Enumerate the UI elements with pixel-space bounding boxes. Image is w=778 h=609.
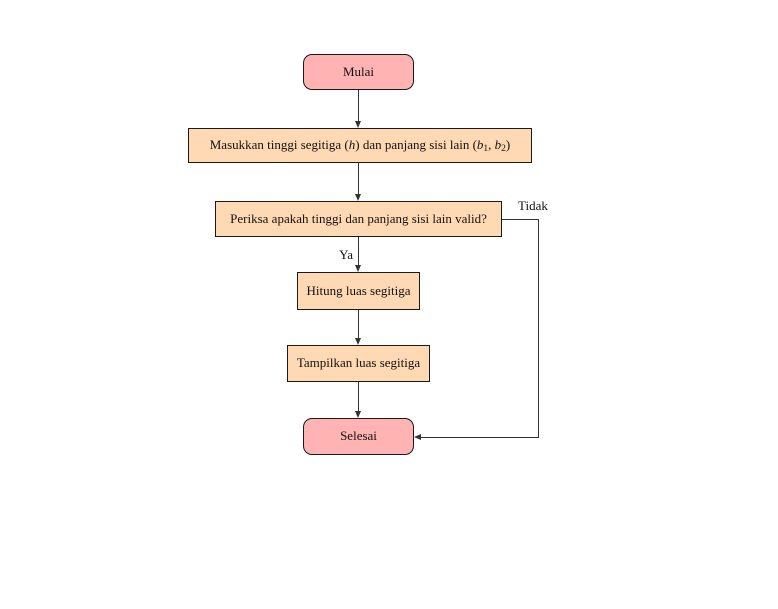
arrowhead-down-icon	[355, 338, 361, 345]
edge-display-to-end-line	[358, 382, 359, 412]
math-sub-1: 1	[483, 144, 489, 155]
node-input-label: Masukkan tinggi segitiga (h) dan panjang…	[209, 137, 511, 155]
node-display-label: Tampilkan luas segitiga	[296, 355, 421, 371]
node-start-label: Mulai	[342, 63, 375, 79]
math-var-h: h	[348, 137, 356, 153]
node-end: Selesai	[303, 418, 414, 455]
arrowhead-down-icon	[355, 411, 361, 418]
edge-start-to-input-line	[358, 90, 359, 122]
math-var-b2: b	[494, 137, 502, 153]
edge-tidak-horizontal-top-line	[502, 219, 539, 220]
node-start: Mulai	[303, 54, 414, 90]
math-var-b1: b	[476, 137, 484, 153]
edge-check-to-compute-line	[358, 237, 359, 266]
node-check-valid: Periksa apakah tinggi dan panjang sisi l…	[215, 201, 502, 237]
edge-label-ya: Ya	[339, 247, 353, 262]
math-sub-2: 2	[501, 144, 506, 155]
edge-input-to-check-line	[358, 163, 359, 195]
edge-tidak-vertical-line	[538, 219, 539, 437]
node-input: Masukkan tinggi segitiga (h) dan panjang…	[188, 128, 532, 163]
edge-compute-to-display-line	[358, 310, 359, 339]
arrowhead-down-icon	[355, 265, 361, 272]
node-end-label: Selesai	[340, 428, 377, 444]
arrowhead-left-icon	[414, 433, 421, 440]
node-compute-area: Hitung luas segitiga	[297, 272, 420, 310]
node-display-area: Tampilkan luas segitiga	[287, 345, 430, 382]
arrowhead-down-icon	[355, 121, 361, 128]
node-check-label: Periksa apakah tinggi dan panjang sisi l…	[230, 210, 487, 226]
edge-tidak-horizontal-bottom-line	[420, 437, 539, 438]
edge-label-tidak: Tidak	[518, 198, 548, 213]
arrowhead-down-icon	[355, 194, 361, 201]
node-compute-label: Hitung luas segitiga	[306, 282, 411, 298]
